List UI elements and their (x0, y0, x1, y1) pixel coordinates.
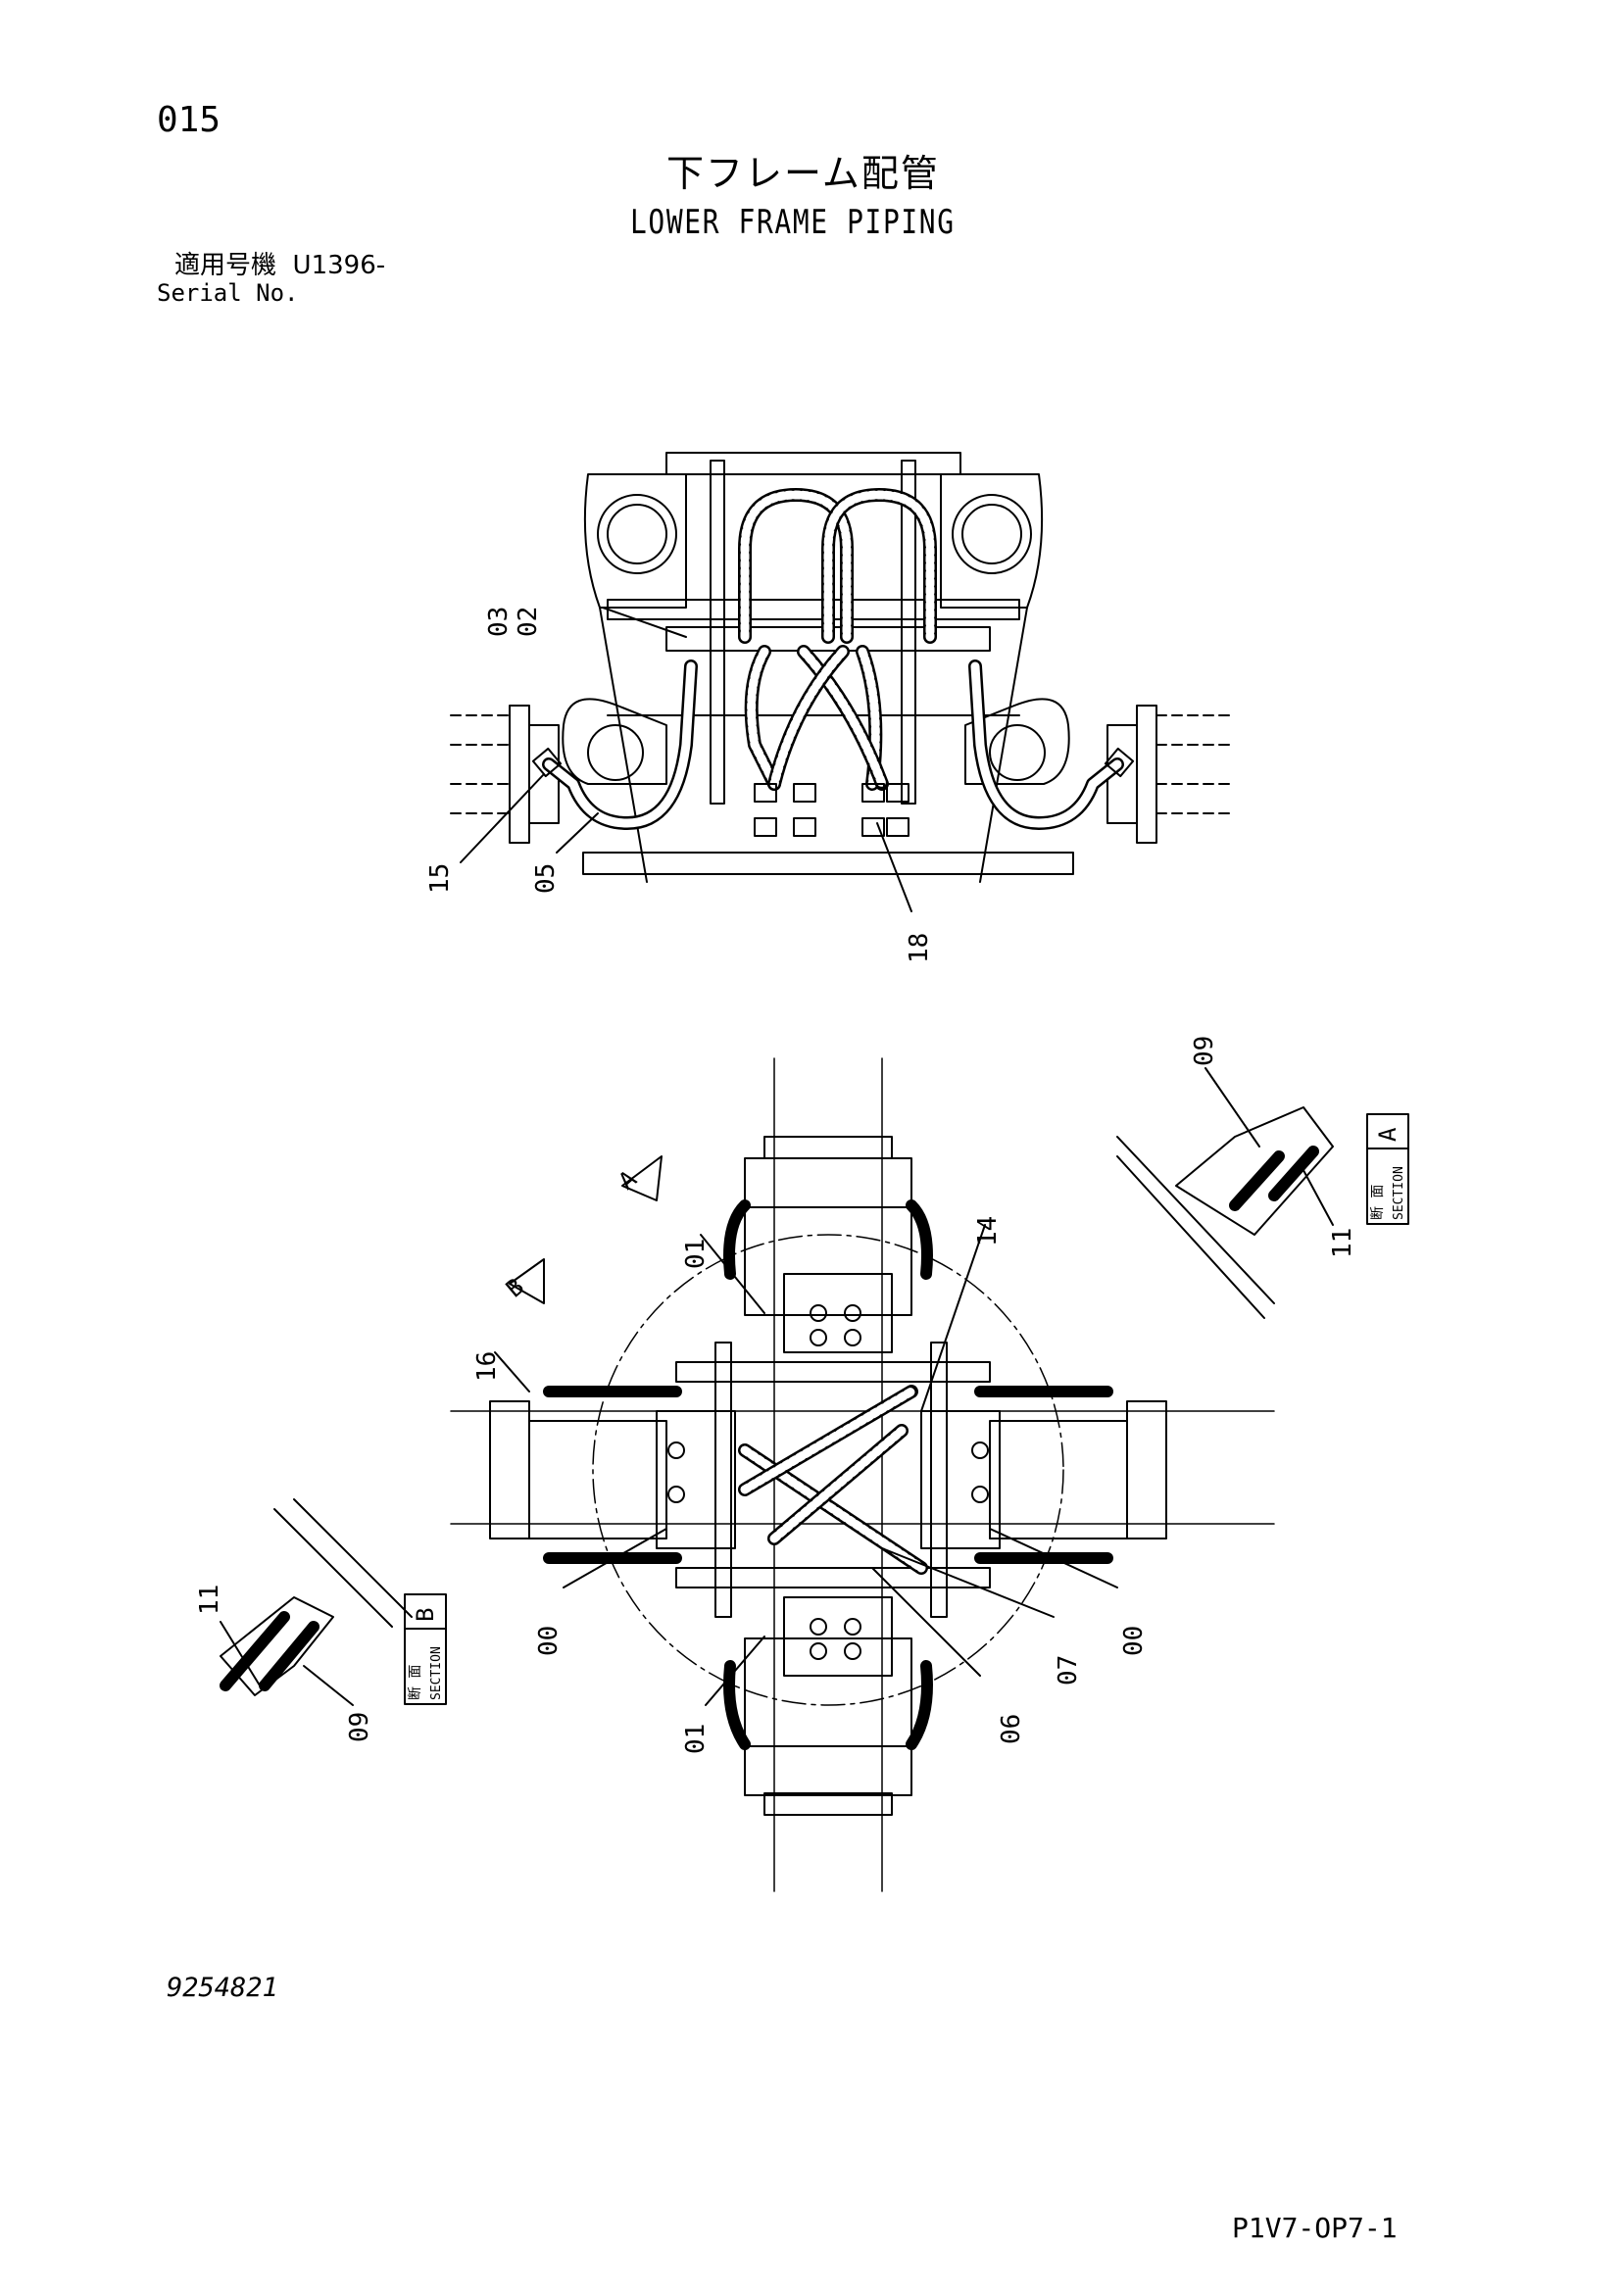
right-block (920, 1410, 1001, 1549)
callout-07: 07 (1054, 1655, 1083, 1685)
marker-a-letter: A (614, 1165, 642, 1196)
document-id: 9254821 (167, 1973, 278, 2003)
section-a-detail (1116, 1067, 1409, 1319)
serial-value: U1396- (292, 251, 386, 280)
section-a-callout-09: 09 (1190, 1036, 1219, 1066)
view-marker-b (509, 1258, 545, 1304)
callout-02: 02 (514, 607, 543, 637)
view-marker-a (621, 1155, 663, 1201)
marker-b-letter: B (501, 1273, 529, 1303)
section-a-callout-11: 11 (1328, 1228, 1357, 1258)
section-b-labels: B 断 面 SECTION 11 09 (195, 1585, 444, 1742)
callout-06: 06 (997, 1714, 1026, 1744)
title-english: LOWER FRAME PIPING (630, 203, 956, 242)
left-block (656, 1410, 736, 1549)
plan-callouts: 01 14 16 00 00 07 06 01 A B (472, 1165, 1149, 1754)
top-view (450, 452, 1236, 912)
left-ear (583, 473, 687, 609)
lower-beam (582, 852, 1074, 875)
section-b-box (404, 1593, 447, 1705)
serial-label-en: Serial No. (157, 279, 299, 307)
title-japanese: 下フレーム配管 (666, 152, 940, 195)
callout-01-bottom: 01 (681, 1724, 711, 1754)
section-a-letter: A (1374, 1127, 1401, 1142)
section-b-en: SECTION (429, 1646, 444, 1700)
top-block (783, 1273, 893, 1353)
callout-14: 14 (973, 1216, 1003, 1246)
callout-05: 05 (531, 863, 561, 894)
top-view-callouts: 03 02 15 05 18 (425, 607, 934, 963)
section-b-jp: 断 面 (408, 1665, 423, 1700)
top-plate (665, 452, 961, 475)
callout-16: 16 (472, 1351, 502, 1382)
bottom-block (783, 1596, 893, 1677)
section-a-en: SECTION (1392, 1166, 1406, 1220)
callout-18: 18 (905, 933, 934, 963)
callout-03: 03 (484, 607, 514, 637)
swing-circle (592, 1234, 1064, 1706)
section-a-jp: 断 面 (1370, 1185, 1386, 1220)
page-number: 015 (157, 100, 221, 140)
callout-00-right: 00 (1119, 1626, 1149, 1656)
section-b-letter: B (412, 1608, 439, 1622)
section-b-callout-09: 09 (345, 1712, 374, 1742)
callout-01-top: 01 (681, 1239, 711, 1269)
right-flange (1136, 705, 1157, 844)
section-b-detail (220, 1498, 447, 1706)
page-code: P1V7-OP7-1 (1232, 2212, 1398, 2244)
left-flange (509, 705, 530, 844)
callout-15: 15 (425, 863, 455, 894)
section-a-box (1366, 1113, 1409, 1225)
serial-label-row: 適用号機 U1396- (174, 253, 385, 278)
plan-view (450, 1057, 1275, 1892)
serial-label-jp: 適用号機 (174, 251, 277, 280)
callout-00-left: 00 (534, 1626, 564, 1656)
section-a-labels: A 断 面 SECTION 09 11 (1190, 1036, 1406, 1258)
section-b-callout-11: 11 (195, 1585, 224, 1615)
